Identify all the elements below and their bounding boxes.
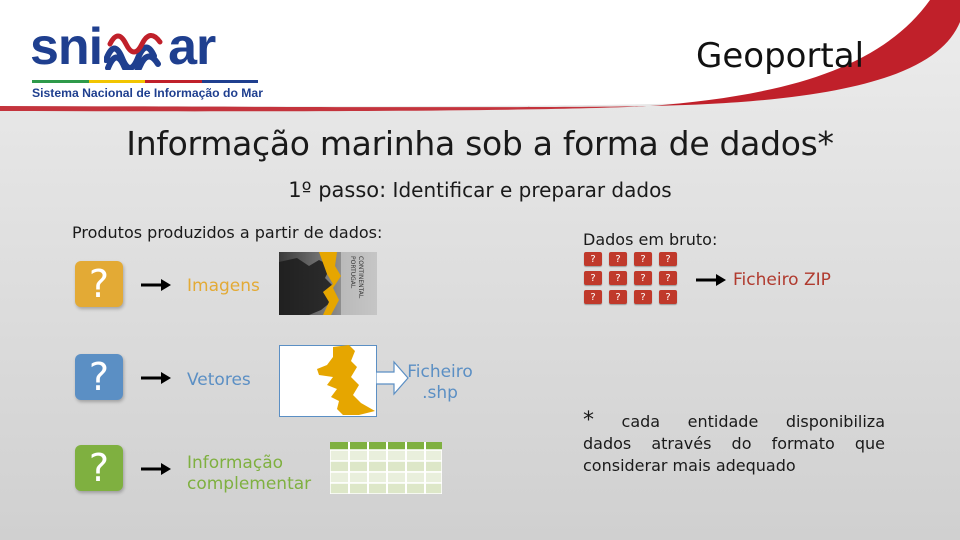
raw-data-question-icon: ?: [609, 271, 627, 285]
raw-data-grid: ????????????: [584, 252, 684, 304]
raw-data-question-icon: ?: [659, 271, 677, 285]
map-image-thumbnail: PORTUGAL CONTINENTAL: [279, 252, 377, 315]
raw-data-question-icon: ?: [584, 290, 602, 304]
logo-color-bar: [32, 80, 258, 83]
arrow-right-icon: [696, 274, 726, 286]
vectors-label: Vetores: [187, 370, 251, 390]
footnote-line3: considerar mais adequado: [583, 456, 796, 475]
raw-data-title: Dados em bruto:: [583, 230, 718, 249]
footnote-line1: cada entidade disponibiliza: [594, 412, 885, 431]
arrow-outline-icon: [376, 360, 409, 396]
complement-question-icon: ?: [75, 445, 123, 491]
images-question-icon: ?: [75, 261, 123, 307]
logo-wave-icon: [104, 33, 163, 70]
products-title: Produtos produzidos a partir de dados:: [72, 223, 383, 242]
raw-data-question-icon: ?: [634, 271, 652, 285]
logo-wordmark: sni ar: [30, 18, 216, 76]
map-thumb-text: PORTUGAL: [349, 256, 356, 289]
vectors-question-icon: ?: [75, 354, 123, 400]
table-icon: [330, 442, 442, 494]
shp-file-label: Ficheiro .shp: [407, 362, 473, 403]
raw-data-question-icon: ?: [609, 290, 627, 304]
raw-data-question-icon: ?: [634, 290, 652, 304]
logo-tagline: Sistema Nacional de Informação do Mar: [32, 86, 263, 100]
complement-label-line2: complementar: [187, 474, 312, 494]
footnote: * cada entidade disponibiliza dados atra…: [583, 410, 885, 477]
snimar-logo: sni ar Sistema Nacional de Informação do…: [30, 20, 263, 104]
app-title: Geoportal: [696, 36, 865, 76]
arrow-right-icon: [141, 372, 171, 384]
raw-data-question-icon: ?: [634, 252, 652, 266]
step-text: Identificar e preparar dados: [386, 178, 672, 202]
complement-label: Informação complementar: [187, 453, 311, 495]
images-label: Imagens: [187, 276, 260, 296]
vector-map-thumbnail: [279, 345, 377, 417]
footnote-star: *: [583, 408, 594, 433]
raw-data-question-icon: ?: [659, 252, 677, 266]
arrow-right-icon: [141, 463, 171, 475]
footnote-line2: dados através do formato que: [583, 434, 885, 453]
zip-file-label: Ficheiro ZIP: [733, 270, 831, 290]
step-subheading: 1º passo: Identificar e preparar dados: [0, 178, 960, 202]
step-label: 1º passo:: [288, 178, 387, 202]
header-red-swoosh: [650, 0, 960, 106]
slide-heading: Informação marinha sob a forma de dados*: [126, 124, 834, 163]
arrow-right-icon: [141, 279, 171, 291]
raw-data-question-icon: ?: [659, 290, 677, 304]
raw-data-question-icon: ?: [609, 252, 627, 266]
svg-text:CONTINENTAL: CONTINENTAL: [357, 256, 364, 299]
complement-label-line1: Informação: [187, 453, 284, 473]
raw-data-question-icon: ?: [584, 271, 602, 285]
header-band: [0, 0, 960, 112]
raw-data-question-icon: ?: [584, 252, 602, 266]
